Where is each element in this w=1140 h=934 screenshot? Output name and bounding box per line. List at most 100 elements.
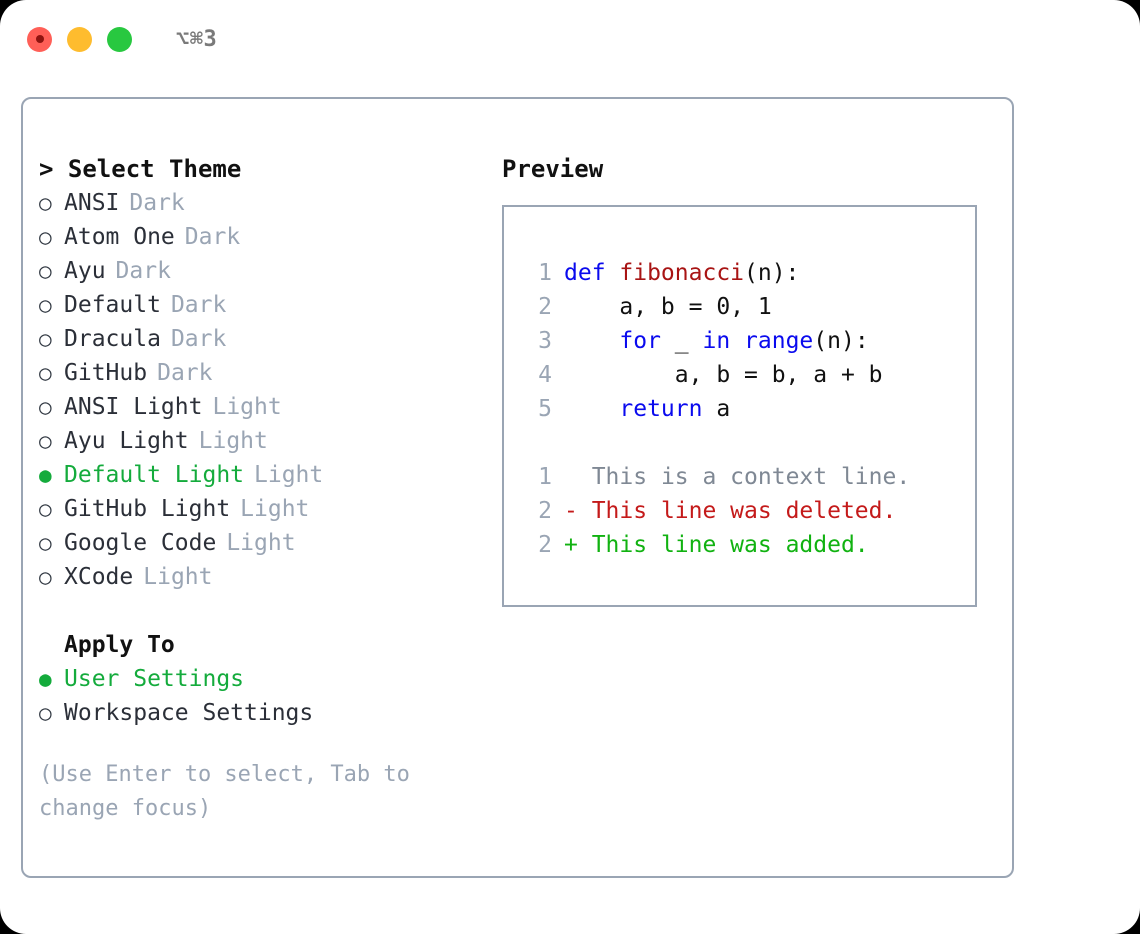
theme-variant-tag: Light — [254, 462, 324, 488]
theme-option-label: ANSI — [64, 190, 120, 216]
apply-to-heading: Apply To — [64, 632, 175, 658]
theme-variant-tag: Light — [212, 394, 282, 420]
apply-option-label: Workspace Settings — [64, 700, 314, 726]
code-token: range — [744, 328, 814, 354]
radio-unselected-icon: ○ — [39, 395, 52, 419]
radio-unselected-icon: ○ — [39, 361, 52, 385]
theme-option-label: Dracula — [64, 326, 161, 352]
theme-option-ayu-light[interactable]: ○ Ayu Light Light — [39, 424, 489, 458]
radio-unselected-icon: ○ — [39, 327, 52, 351]
code-blank-line — [518, 426, 975, 460]
radio-unselected-icon: ○ — [39, 701, 52, 725]
minimize-button-icon[interactable] — [67, 26, 92, 52]
radio-selected-icon: ● — [39, 463, 52, 487]
theme-option-label: Default Light — [64, 462, 245, 488]
diff-marker — [564, 460, 592, 494]
code-line-number: 4 — [538, 362, 552, 388]
code-line: 1 def fibonacci(n): — [518, 256, 975, 290]
apply-to-list[interactable]: ●User Settings ○ Workspace Settings — [39, 662, 489, 730]
diff-line-text: This line was added. — [591, 532, 869, 558]
theme-variant-tag: Dark — [184, 224, 241, 250]
diff-line-number: 1 — [538, 464, 552, 490]
theme-variant-tag: Light — [226, 530, 296, 556]
theme-option-label: GitHub Light — [64, 496, 231, 522]
theme-option-default-light[interactable]: ● Default Light Light — [39, 458, 489, 492]
theme-variant-tag: Dark — [157, 360, 213, 386]
code-token: fibonacci — [619, 260, 745, 286]
diff-marker: + — [564, 532, 592, 558]
diff-line-text: This line was deleted. — [591, 498, 897, 524]
apply-option-workspace-settings[interactable]: ○ Workspace Settings — [39, 696, 489, 730]
radio-unselected-icon: ○ — [39, 191, 52, 215]
theme-option-label: Ayu Light — [64, 428, 189, 454]
diff-line-add: 2+ This line was added. — [518, 528, 975, 562]
code-line-number: 3 — [538, 328, 552, 354]
theme-variant-tag: Light — [143, 564, 213, 590]
code-token — [564, 392, 619, 426]
code-line: 4 a, b = b, a + b — [518, 358, 975, 392]
code-token: _ — [660, 328, 703, 354]
code-line-number: 2 — [538, 294, 552, 320]
title-bar: ⌥⌘3 — [0, 0, 1140, 78]
theme-option-github-light[interactable]: ○ GitHub Light Light — [39, 492, 489, 526]
code-token — [730, 324, 744, 358]
keyboard-hint: (Use Enter to select, Tab to change focu… — [39, 762, 424, 821]
theme-variant-tag: Light — [240, 496, 310, 522]
close-inner-dot — [35, 35, 44, 43]
code-token: return — [619, 396, 703, 422]
code-line-number: 1 — [538, 260, 552, 286]
code-token: (n): — [744, 260, 800, 286]
diff-marker: - — [564, 498, 592, 524]
zoom-button-icon[interactable] — [107, 26, 132, 52]
diff-line-text: This is a context line. — [591, 464, 911, 490]
theme-option-xcode[interactable]: ○ XCode Light — [39, 560, 489, 594]
code-token: a, b = 0, 1 — [564, 294, 772, 320]
theme-option-label: XCode — [64, 564, 134, 590]
radio-unselected-icon: ○ — [39, 225, 52, 249]
diff-sample: 1 This is a context line.2- This line wa… — [518, 460, 975, 562]
code-token: a — [702, 396, 731, 422]
radio-unselected-icon: ○ — [39, 565, 52, 589]
radio-unselected-icon: ○ — [39, 429, 52, 453]
diff-line-ctx: 1 This is a context line. — [518, 460, 975, 494]
theme-variant-tag: Dark — [170, 292, 227, 318]
code-token: for — [619, 328, 661, 354]
theme-option-ansi[interactable]: ○ ANSI Dark — [39, 186, 489, 220]
code-line: 2 a, b = 0, 1 — [518, 290, 975, 324]
radio-unselected-icon: ○ — [39, 259, 52, 283]
close-button-icon[interactable] — [27, 26, 52, 52]
diff-line-del: 2- This line was deleted. — [518, 494, 975, 528]
theme-option-ansi-light[interactable]: ○ ANSI Light Light — [39, 390, 489, 424]
code-line: 3 for _ in range(n): — [518, 324, 975, 358]
theme-variant-tag: Dark — [129, 190, 185, 216]
preview-heading: Preview — [502, 155, 604, 183]
apply-option-user-settings[interactable]: ●User Settings — [39, 662, 489, 696]
code-token: in — [702, 328, 731, 354]
code-line: 5 return a — [518, 392, 975, 426]
list-spacer — [39, 594, 489, 628]
radio-unselected-icon: ○ — [39, 497, 52, 521]
code-line-number: 5 — [538, 396, 552, 422]
theme-option-label: Default — [64, 292, 161, 318]
select-theme-heading: > Select Theme — [39, 155, 242, 183]
diff-line-number: 2 — [538, 498, 552, 524]
code-token: a, b = b, a + b — [564, 362, 883, 388]
code-token: def — [564, 260, 620, 286]
radio-selected-icon: ● — [39, 667, 52, 691]
theme-variant-tag: Light — [198, 428, 268, 454]
code-token — [564, 324, 619, 358]
code-token: (n): — [813, 328, 869, 354]
theme-option-label: ANSI Light — [64, 394, 203, 420]
